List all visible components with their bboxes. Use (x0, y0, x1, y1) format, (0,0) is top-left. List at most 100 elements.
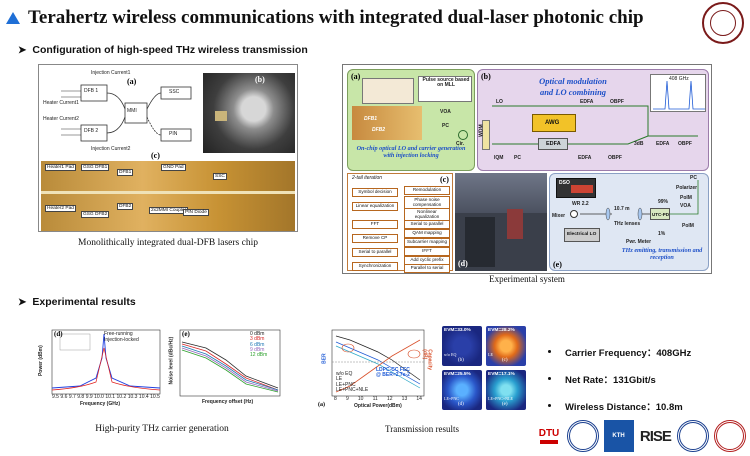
pc-label: PC (514, 155, 521, 161)
panel-label-c: (c) (151, 151, 160, 160)
chart-ber-capacity: LDPC-CC FEC @ BER=2.7e-2 w/o EQ LE LE+PN… (318, 326, 438, 412)
page-title: Terahertz wireless communications with i… (28, 7, 644, 28)
metric-label: Wireless Distance：10.8m (565, 401, 683, 413)
panel-b-title-line1: Optical modulation (539, 76, 607, 86)
photo-tag: GSG DFB1 (81, 164, 110, 172)
config-section-heading: ➤ Configuration of high-speed THz wirele… (18, 44, 308, 56)
y-axis-right-label: Capacity (dB) (421, 349, 433, 371)
pulse-source-label: Pulse source based on MLL (422, 77, 470, 89)
chip-microscope-photo: (c) Heater1 Pad GSG DFB1 DFB1 GND Pad SS… (41, 151, 295, 231)
x-tick: 10.1 (105, 394, 116, 400)
system-caption: Experimental system (489, 274, 565, 284)
dtu-logo: DTU (536, 420, 562, 452)
utc-pd-box: UTC-PD (650, 208, 670, 220)
utc-pd-label: UTC-PD (652, 212, 669, 217)
constellation-sub: LE+PNC+NLE (488, 396, 513, 401)
bullet-icon (548, 404, 551, 407)
metric-carrier-frequency: Carrier Frequency：408GHz (548, 338, 738, 365)
dsp-block: Remodulation (404, 186, 450, 195)
panel-e-links (580, 180, 699, 221)
x-tick: 11 (372, 396, 378, 402)
legend-item: LE (336, 376, 343, 383)
metric-wireless-distance: Wireless Distance：10.8m (548, 392, 738, 419)
spectrum-inset: 408 GHz (650, 74, 706, 112)
x-tick: 10.3 (127, 394, 138, 400)
panel-b-modulation: (b) Optical modulation and LO combining … (477, 69, 709, 171)
panel-b-fiber-paths (492, 105, 698, 145)
partner-logos: DTU KTH RISE (536, 418, 746, 454)
schematic-text: SSC (169, 89, 180, 95)
chart-spectrum: (d) Free-running Injection-locked Power … (38, 328, 164, 410)
voa-label: VOA (440, 109, 451, 115)
x-tick: 10.0 (94, 394, 104, 400)
rise-logo-text: RISE (639, 427, 672, 445)
x-tick: 10.4 (138, 394, 149, 400)
university-seal-logo (566, 420, 599, 452)
edfa-label: IQM (494, 155, 504, 161)
university-seal-logo (702, 2, 744, 44)
dsp-block: Subcarrier mapping (404, 238, 450, 247)
dsp-block: FFT (352, 220, 398, 229)
chip-schematic: Injection Current1 DFB 1 Heater Current1… (41, 67, 201, 161)
metric-label: Carrier Frequency：408GHz (565, 347, 692, 359)
thz-lenses-label: THz lenses (614, 221, 641, 227)
x-tick: 9.9 (85, 394, 93, 400)
edfa-label: EDFA (580, 99, 594, 105)
system-panel: (a) Pulse source based on MLL DFB1 DFB2 … (342, 64, 712, 274)
dsp-block: QAM mapping (404, 229, 450, 238)
evm-label: EVM=28.2% (488, 328, 515, 333)
constellation-plot: EVM=28.2% (c) LE (486, 326, 526, 366)
schematic-text: PIN (169, 131, 178, 137)
lo-label: LO (496, 99, 503, 105)
constellation-plot: EVM=33.0% (b) w/o EQ (442, 326, 482, 366)
legend-item: 0 dBm (250, 331, 265, 337)
schematic-text: Injection Current1 (91, 70, 131, 76)
schematic-text: Heater Current2 (43, 116, 79, 122)
circulator-icon (458, 130, 468, 140)
panel-label-e: (e) (553, 260, 562, 269)
panel-label-d: (d) (458, 259, 468, 268)
config-heading-text: Configuration of high-speed THz wireless… (32, 44, 308, 56)
wr-label: WR 2.2 (572, 201, 589, 207)
chip-caption: Monolithically integrated dual-DFB laser… (78, 238, 258, 248)
photo-tag: PIN Diode (183, 209, 209, 217)
constellation-sub: LE (488, 352, 493, 357)
rise-logo: RISE (638, 420, 672, 452)
x-tick: 13 (401, 396, 408, 402)
constellation-tag: (c) (502, 358, 508, 363)
evm-label: EVM=17.1% (488, 372, 515, 377)
results-section-heading: ➤ Experimental results (18, 296, 136, 308)
constellation-plot: EVM=17.1% (e) LE+PNC+NLE (486, 370, 526, 410)
photo-tag: GSG DFB2 (81, 211, 110, 219)
photo-tag: DFB1 (117, 169, 134, 177)
polarizer-label: Polarizer (676, 185, 698, 191)
schematic-text: DFB 1 (84, 88, 99, 94)
split-1pct-label: 1% (658, 231, 666, 237)
obpf-label: OBPF (610, 99, 624, 105)
iqm-box: EDFA (538, 138, 568, 150)
x-tick: 9.7 (68, 394, 76, 400)
constellation-grid: EVM=33.0% (b) w/o EQ EVM=28.2% (c) LE EV… (442, 326, 526, 412)
chart-label: (d) (54, 330, 63, 338)
panel-e-title: THz emitting, transmission and reception (621, 247, 703, 261)
legend-item: 6 dBm (250, 341, 265, 348)
x-tick: 9.8 (77, 394, 85, 400)
distance-label: 10.7 m (614, 206, 630, 212)
x-tick: 10.2 (116, 394, 127, 400)
dsp-block: Synchronization (352, 262, 398, 271)
polm-label: PolM (682, 223, 694, 229)
x-axis-label: Optical Power(dBm) (354, 403, 402, 409)
x-axis-label: Frequency (GHz) (80, 401, 121, 407)
mixer-label: Mixer (552, 213, 566, 219)
photo-tag: DFB2 (117, 203, 134, 211)
wdm-label: WDM (478, 124, 485, 137)
chevron-right-icon: ➤ (18, 44, 27, 56)
chart-label: (a) (318, 402, 325, 408)
iqm-label: EDFA (546, 141, 561, 147)
kth-logo: KTH (603, 420, 634, 452)
dtu-logo-text: DTU (538, 427, 560, 439)
dsp-block: Linear equalization (352, 202, 398, 211)
pc-label: PC (442, 123, 449, 129)
chip-photo-thumb (362, 78, 414, 104)
x-tick: 9 (345, 396, 349, 402)
